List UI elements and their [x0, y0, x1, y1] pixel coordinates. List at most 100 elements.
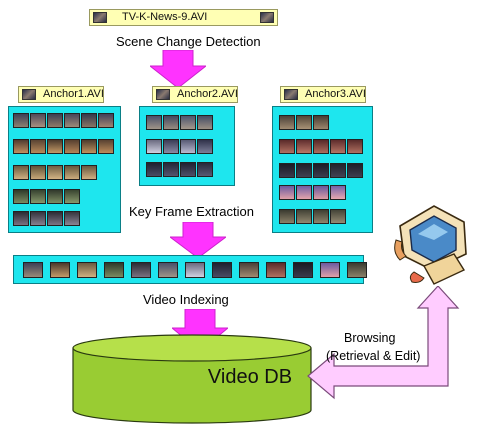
source-file-name: TV-K-News-9.AVI	[122, 11, 208, 23]
video-db-label: Video DB	[207, 366, 293, 388]
video-frame	[64, 165, 80, 180]
key-frame	[320, 262, 340, 278]
video-frame	[313, 163, 329, 178]
video-frame	[30, 165, 46, 180]
video-frame	[296, 209, 312, 224]
video-frame	[279, 115, 295, 130]
video-frame	[30, 211, 46, 226]
clip-panel-anchor3	[272, 106, 373, 233]
video-frame	[313, 139, 329, 154]
video-thumbnail-icon	[284, 89, 298, 100]
video-frame	[98, 113, 114, 128]
video-frame	[279, 185, 295, 200]
video-frame	[330, 185, 346, 200]
frame-strip	[13, 113, 114, 128]
key-frame	[158, 262, 178, 278]
video-frame	[47, 165, 63, 180]
clip-label-anchor3: Anchor3.AVI	[280, 86, 366, 103]
video-frame	[279, 139, 295, 154]
video-frame	[163, 139, 179, 154]
video-frame	[30, 189, 46, 204]
video-frame	[13, 113, 29, 128]
key-frame-strip	[13, 255, 367, 284]
key-frame	[212, 262, 232, 278]
clip-name: Anchor2.AVI	[177, 88, 238, 100]
video-frame	[330, 209, 346, 224]
video-frame	[163, 115, 179, 130]
video-frame	[81, 113, 97, 128]
video-db-cylinder	[72, 334, 312, 424]
frame-strip	[146, 115, 213, 130]
video-frame	[313, 185, 329, 200]
video-frame	[64, 139, 80, 154]
key-frame	[347, 262, 367, 278]
clip-label-anchor2: Anchor2.AVI	[152, 86, 238, 103]
video-frame	[30, 139, 46, 154]
video-indexing-caption: Video Indexing	[143, 292, 229, 307]
clip-label-anchor1: Anchor1.AVI	[18, 86, 104, 103]
browsing-arrow	[307, 286, 460, 400]
frame-strip	[279, 209, 346, 224]
frame-strip	[146, 162, 213, 177]
video-frame	[13, 211, 29, 226]
video-frame	[81, 139, 97, 154]
video-frame	[197, 139, 213, 154]
video-frame	[313, 209, 329, 224]
video-frame	[197, 115, 213, 130]
video-frame	[47, 139, 63, 154]
video-frame	[98, 139, 114, 154]
video-frame	[163, 162, 179, 177]
video-frame	[47, 189, 63, 204]
key-frame	[131, 262, 151, 278]
key-frame	[185, 262, 205, 278]
video-frame	[13, 139, 29, 154]
frame-strip	[13, 189, 80, 204]
key-frame	[104, 262, 124, 278]
browsing-subtitle: (Retrieval & Edit)	[326, 349, 421, 363]
frame-strip	[279, 139, 363, 154]
video-frame	[81, 165, 97, 180]
video-frame	[180, 162, 196, 177]
video-frame	[146, 162, 162, 177]
clip-panel-anchor2	[139, 106, 235, 186]
video-frame	[279, 209, 295, 224]
video-frame	[296, 185, 312, 200]
video-frame	[13, 165, 29, 180]
arrow-scene-to-clips	[150, 50, 206, 88]
video-thumbnail-icon	[156, 89, 170, 100]
video-frame	[64, 113, 80, 128]
video-frame	[296, 115, 312, 130]
clip-name: Anchor1.AVI	[43, 88, 104, 100]
video-thumbnail-icon	[22, 89, 36, 100]
frame-strip	[279, 115, 329, 130]
video-frame	[30, 113, 46, 128]
computer-icon	[394, 205, 467, 285]
key-frame	[77, 262, 97, 278]
video-thumbnail-icon	[93, 12, 107, 23]
video-frame	[47, 113, 63, 128]
video-frame	[330, 163, 346, 178]
arrow-keyframe-to-strip	[170, 222, 226, 258]
key-frame	[23, 262, 43, 278]
video-frame	[64, 189, 80, 204]
video-frame	[347, 163, 363, 178]
video-frame	[296, 139, 312, 154]
key-frame-caption: Key Frame Extraction	[129, 204, 254, 219]
frame-strip	[279, 185, 346, 200]
video-frame	[347, 139, 363, 154]
key-frame	[239, 262, 259, 278]
video-frame	[279, 163, 295, 178]
video-thumbnail-icon	[260, 12, 274, 23]
frame-strip	[13, 211, 80, 226]
clip-name: Anchor3.AVI	[305, 88, 366, 100]
video-frame	[146, 139, 162, 154]
frame-strip	[279, 163, 363, 178]
frame-strip	[146, 139, 213, 154]
key-frame	[266, 262, 286, 278]
video-frame	[330, 139, 346, 154]
key-frame	[293, 262, 313, 278]
video-frame	[180, 115, 196, 130]
video-frame	[180, 139, 196, 154]
video-frame	[13, 189, 29, 204]
video-frame	[313, 115, 329, 130]
